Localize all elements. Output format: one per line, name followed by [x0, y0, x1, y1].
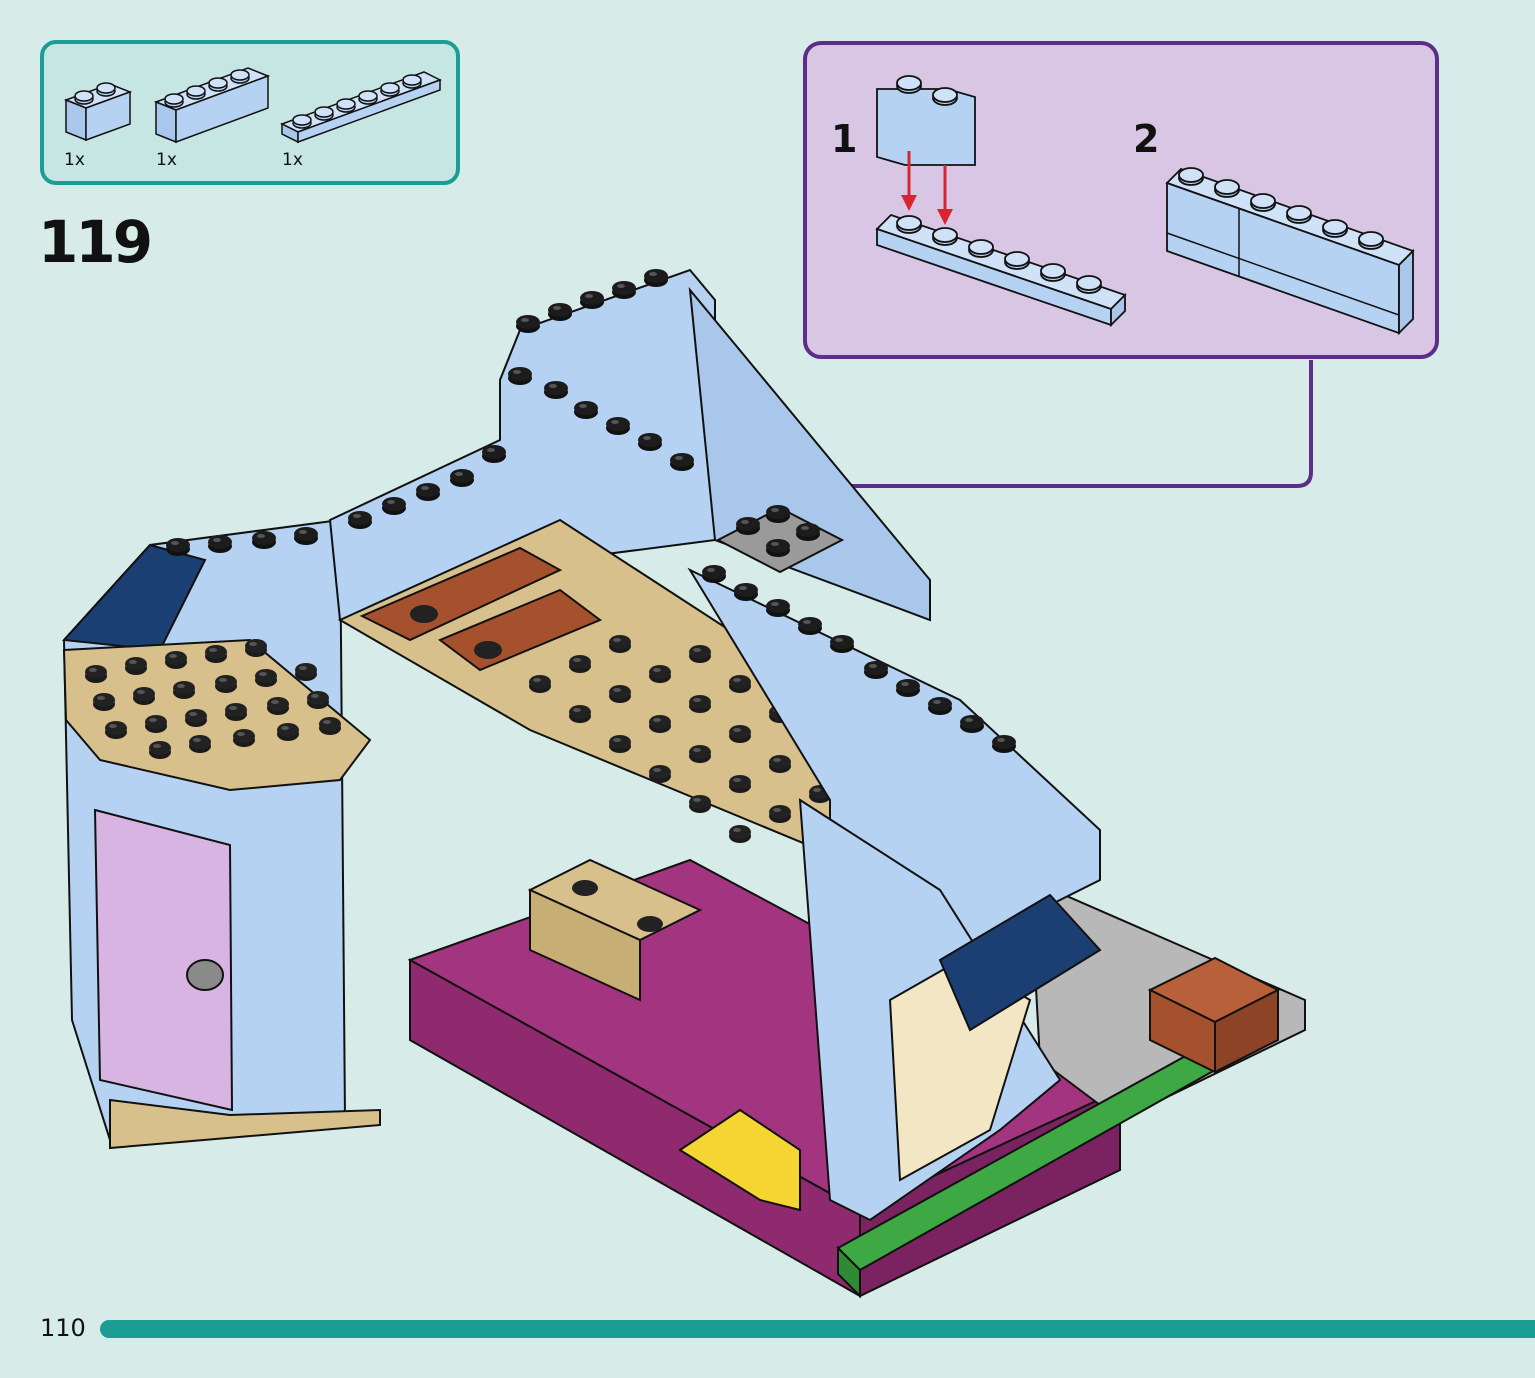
sub-assembly-callout: 1 2 [803, 41, 1439, 359]
front-arch [798, 798, 1102, 1222]
sub-step-1-plate [875, 213, 1127, 328]
insertion-arrows [901, 151, 953, 225]
sub-step-1-brick [876, 75, 976, 166]
brown-brick [1147, 956, 1281, 1074]
step-number: 119 [38, 208, 153, 276]
parts-list: 1x 1x 1x [40, 40, 460, 185]
sub-assembly-illustration [875, 75, 1415, 336]
parts-icons [63, 67, 442, 144]
page-progress-bar [100, 1320, 1535, 1338]
green-edge [836, 1046, 1217, 1299]
part-quantity: 1x [156, 150, 177, 170]
part-1x2-brick [63, 82, 133, 142]
gray-brick [715, 505, 845, 574]
left-tower [61, 518, 381, 1150]
sub-step-label: 1 [831, 117, 858, 161]
floor-mat [678, 1108, 801, 1212]
part-1x6-plate [280, 71, 442, 144]
sub-step-label: 2 [1133, 117, 1160, 161]
sub-step-2-result [1165, 167, 1415, 336]
bench [527, 858, 703, 1002]
part-quantity: 1x [282, 150, 303, 170]
page-number: 110 [40, 1314, 86, 1342]
part-1x4-brick [153, 67, 271, 144]
part-quantity: 1x [64, 150, 85, 170]
